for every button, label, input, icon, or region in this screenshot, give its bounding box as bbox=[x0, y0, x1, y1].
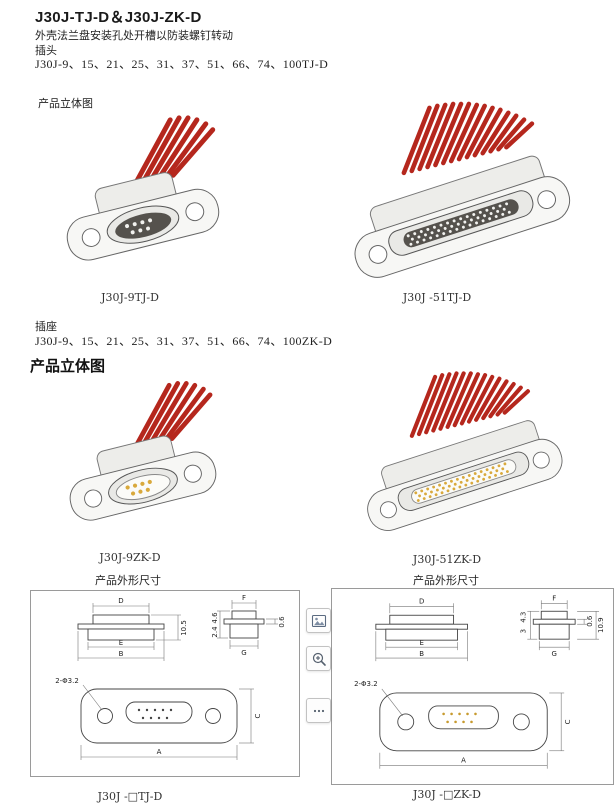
dim-label-f: F bbox=[242, 594, 246, 602]
plug-9-illustration bbox=[48, 106, 238, 289]
plug-view-label: 产品立体图 bbox=[38, 98, 93, 110]
dimension-labels-plug: D 10.5 E B F 0.6 4.6 2.4 G 2-Φ3.2 A C bbox=[55, 594, 286, 756]
dim-label-c: C bbox=[564, 719, 572, 724]
socket-51-drawing bbox=[367, 371, 563, 531]
dim-label-height: 10.9 bbox=[597, 617, 605, 633]
wire-bundle bbox=[401, 101, 535, 176]
more-icon bbox=[313, 709, 324, 712]
dim-label-height: 10.5 bbox=[180, 620, 188, 636]
dim-label-e: E bbox=[119, 639, 123, 647]
dim-label-hole: 2-Φ3.2 bbox=[354, 680, 378, 688]
plug-51-drawing bbox=[354, 101, 571, 278]
dimension-panel-plug: D 10.5 E B F 0.6 4.6 2.4 G 2-Φ3.2 A C bbox=[30, 590, 300, 777]
socket-models-list: J30J-9、15、21、25、31、37、51、66、74、100ZK-D bbox=[35, 334, 333, 348]
socket-9-caption: J30J-9ZK-D bbox=[99, 551, 161, 564]
more-options-button[interactable] bbox=[306, 698, 331, 723]
dimension-labels-socket: D E B F 0.6 4.3 3 10.9 G 2-Φ3.2 A C bbox=[354, 594, 605, 764]
dim-label-t2: 4.6 bbox=[211, 612, 219, 624]
dim-label-c: C bbox=[254, 713, 262, 718]
plug-dimension-caption: J30J -□TJ-D bbox=[97, 790, 163, 803]
dimension-panel-socket: D E B F 0.6 4.3 3 10.9 G 2-Φ3.2 A C bbox=[331, 588, 614, 785]
floating-toolbar bbox=[305, 608, 332, 723]
zoom-in-button[interactable] bbox=[306, 646, 331, 671]
image-preview-icon bbox=[311, 614, 326, 627]
wire-bundle bbox=[409, 371, 530, 438]
socket-51-caption: J30J-51ZK-D bbox=[412, 553, 482, 566]
zoom-in-icon bbox=[312, 652, 326, 666]
dim-label-f: F bbox=[552, 594, 556, 602]
dim-section-label-plug: 产品外形尺寸 bbox=[95, 575, 161, 587]
dim-label-d: D bbox=[118, 597, 123, 605]
dim-label-g: G bbox=[552, 650, 557, 658]
plug-label: 插头 bbox=[35, 45, 57, 57]
wire-bundle bbox=[132, 381, 213, 451]
dim-label-g: G bbox=[241, 649, 246, 657]
plug-51-caption: J30J -51TJ-D bbox=[402, 291, 472, 304]
plug-models-list: J30J-9、15、21、25、31、37、51、66、74、100TJ-D bbox=[35, 57, 329, 71]
dim-label-t3: 2.4 bbox=[211, 626, 219, 638]
socket-9-drawing bbox=[69, 381, 217, 521]
socket-dimension-caption: J30J -□ZK-D bbox=[412, 788, 482, 801]
plug-dimension-drawing: D 10.5 E B F 0.6 4.6 2.4 G 2-Φ3.2 A C bbox=[55, 594, 286, 760]
dim-section-label-socket: 产品外形尺寸 bbox=[413, 575, 479, 587]
socket-9-illustration bbox=[48, 372, 238, 548]
dim-label-a: A bbox=[461, 757, 466, 765]
wire-bundle bbox=[132, 115, 216, 188]
plug-9-drawing bbox=[66, 115, 220, 261]
dim-label-hole: 2-Φ3.2 bbox=[55, 677, 79, 685]
plug-9-caption: J30J-9TJ-D bbox=[101, 291, 159, 304]
preview-image-button[interactable] bbox=[306, 608, 331, 633]
plug-51-illustration bbox=[345, 98, 580, 300]
dim-label-b: B bbox=[419, 650, 424, 658]
dim-label-t2: 4.3 bbox=[519, 612, 527, 623]
socket-label: 插座 bbox=[35, 321, 57, 333]
dim-label-d: D bbox=[419, 597, 424, 605]
socket-51-illustration bbox=[345, 368, 585, 551]
dim-label-b: B bbox=[119, 650, 124, 658]
subtitle: 外壳法兰盘安装孔处开槽以防装螺钉转动 bbox=[35, 30, 233, 42]
dim-label-e: E bbox=[419, 639, 423, 647]
dim-label-a: A bbox=[157, 748, 162, 756]
dim-label-t3: 3 bbox=[519, 629, 527, 633]
socket-dimension-drawing: D E B F 0.6 4.3 3 10.9 G 2-Φ3.2 A C bbox=[354, 594, 605, 769]
dim-label-t1: 0.6 bbox=[278, 616, 286, 628]
dim-label-t1: 0.6 bbox=[586, 616, 594, 627]
socket-view-heading: 产品立体图 bbox=[30, 358, 106, 375]
page-title: J30J-TJ-D＆J30J-ZK-D bbox=[35, 9, 202, 26]
